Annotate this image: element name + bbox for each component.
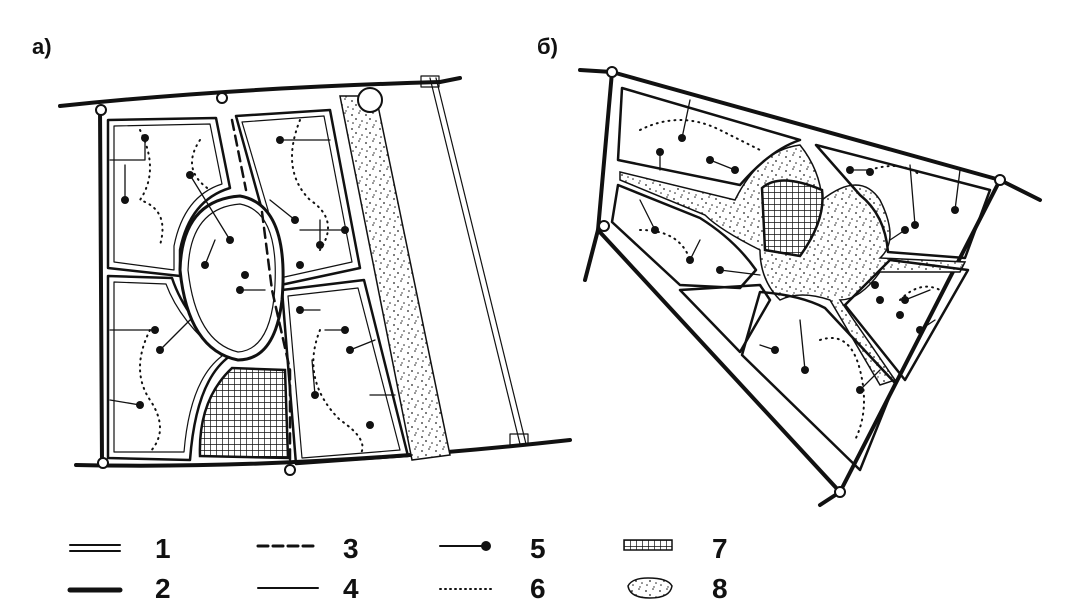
legend-symbol-double-line bbox=[69, 544, 121, 552]
legend-number-6: 6 bbox=[530, 573, 546, 604]
panel-a-dashed-roads bbox=[230, 118, 292, 464]
panel-b-plan bbox=[578, 66, 1042, 507]
panel-b-buildings bbox=[639, 99, 961, 394]
panel-b-label: б) bbox=[537, 34, 558, 59]
panel-a-plan bbox=[58, 75, 572, 476]
panel-b-green-area bbox=[619, 144, 967, 386]
legend-symbol-crosshatch-fill bbox=[623, 539, 673, 551]
panel-a-blocks bbox=[106, 108, 410, 466]
legend: 1 2 3 4 5 6 bbox=[67, 533, 728, 604]
panel-a-label: а) bbox=[32, 34, 52, 59]
legend-item-3: 3 bbox=[256, 533, 359, 564]
panel-b-junctions bbox=[598, 66, 1006, 498]
legend-number-1: 1 bbox=[155, 533, 171, 564]
panel-a-dotted-paths bbox=[139, 119, 364, 456]
panel-a-crosshatch-zone bbox=[198, 366, 290, 460]
panel-b-dotted-paths bbox=[639, 119, 941, 441]
panel-a-rail-corridor bbox=[420, 75, 529, 446]
legend-item-1: 1 bbox=[69, 533, 171, 564]
legend-symbol-stippled-fill bbox=[627, 577, 673, 599]
panel-a-main-roads bbox=[58, 76, 572, 468]
panel-a-buildings bbox=[109, 134, 396, 429]
panel-a-roundabout bbox=[357, 87, 383, 113]
legend-item-4: 4 bbox=[257, 573, 359, 604]
legend-item-2: 2 bbox=[67, 573, 171, 604]
legend-number-5: 5 bbox=[530, 533, 546, 564]
legend-item-5: 5 bbox=[439, 533, 546, 564]
legend-number-7: 7 bbox=[712, 533, 728, 564]
legend-number-4: 4 bbox=[343, 573, 359, 604]
legend-number-8: 8 bbox=[712, 573, 728, 604]
panel-a-central-oval bbox=[178, 194, 285, 362]
panel-a-junctions bbox=[95, 92, 296, 476]
panel-b-crosshatch-zone bbox=[760, 179, 824, 258]
panel-b-blocks bbox=[610, 86, 992, 472]
legend-item-7: 7 bbox=[623, 533, 728, 564]
legend-item-6: 6 bbox=[439, 573, 546, 604]
legend-number-2: 2 bbox=[155, 573, 171, 604]
legend-item-8: 8 bbox=[627, 573, 728, 604]
legend-number-3: 3 bbox=[343, 533, 359, 564]
legend-symbol-line-with-dot bbox=[439, 541, 491, 551]
